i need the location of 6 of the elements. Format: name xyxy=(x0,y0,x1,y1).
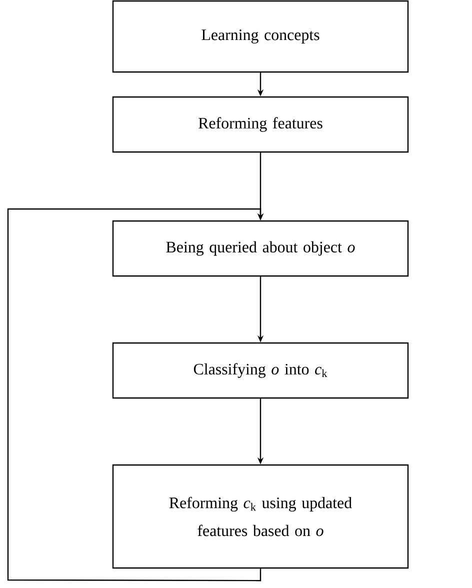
process-box: Reforming features xyxy=(112,96,409,153)
process-box: Learning concepts xyxy=(112,0,409,73)
arrow xyxy=(7,208,264,582)
process-box: Classifying o into c$_{k}$ xyxy=(112,342,409,399)
process-box: Being queried about object o xyxy=(112,220,409,277)
process-box: Reforming c$_{k}$ using updated features based on o xyxy=(112,464,409,569)
